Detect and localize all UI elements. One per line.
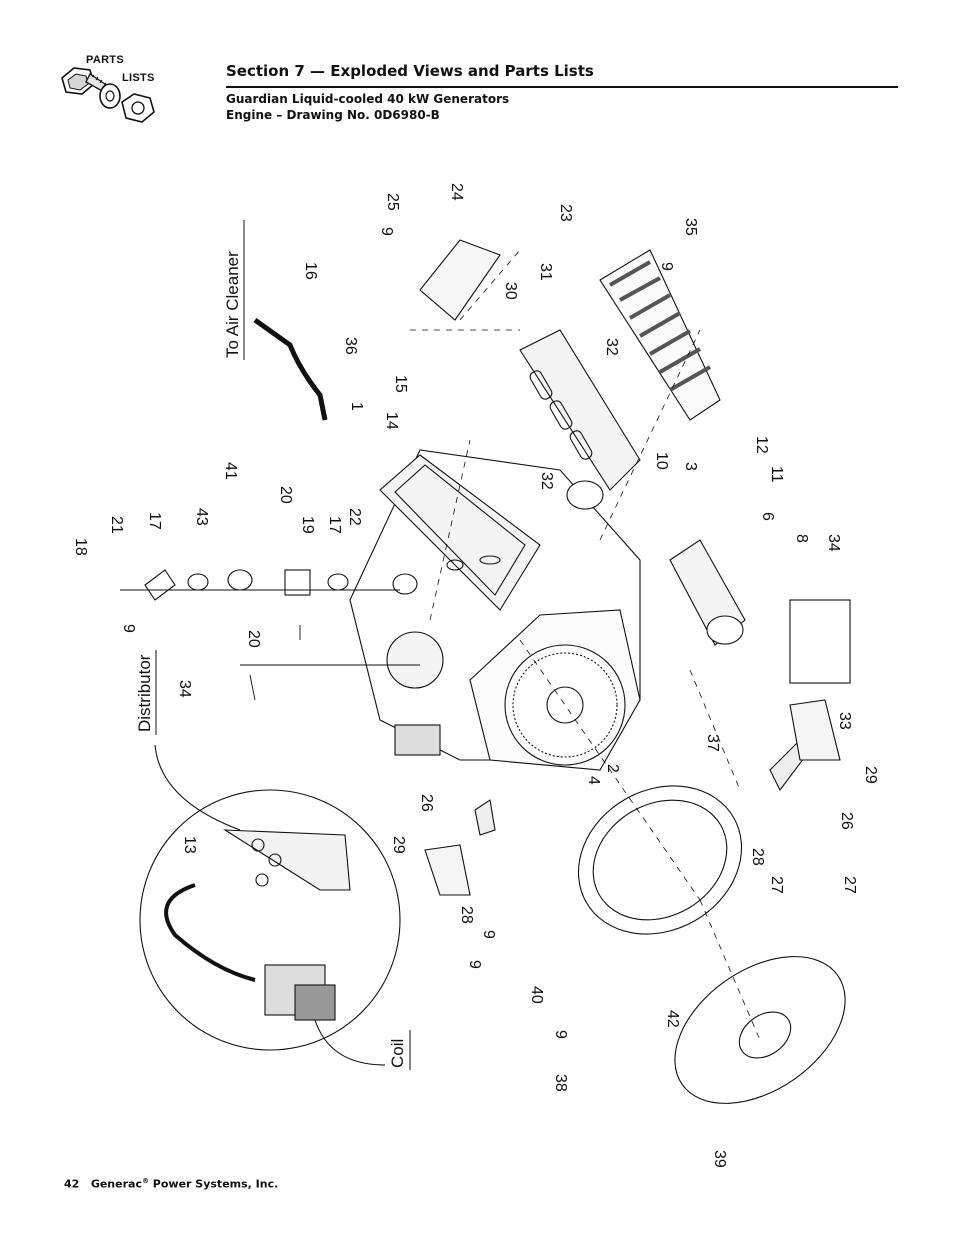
callout: 41: [222, 462, 239, 480]
label-coil: Coil: [388, 1039, 407, 1068]
callout: 17: [146, 512, 163, 530]
bracket-24: [419, 239, 501, 321]
callout: 9: [120, 624, 137, 633]
callout: 38: [552, 1074, 569, 1092]
valve-cover: [379, 454, 541, 611]
callout: 21: [108, 516, 125, 534]
company-name-rest: Power Systems, Inc.: [148, 1177, 279, 1191]
page-number: 42: [64, 1177, 80, 1191]
callout: 27: [768, 876, 785, 894]
callout: 9: [378, 227, 395, 236]
callout: 39: [711, 1150, 728, 1168]
callout: 1: [348, 402, 365, 411]
callout: 26: [418, 794, 435, 812]
callout: 31: [537, 263, 554, 281]
subtitle-line-2: Engine – Drawing No. 0D6980-B: [226, 108, 440, 122]
callout: 20: [245, 630, 262, 648]
section-title: Section 7 — Exploded Views and Parts Lis…: [226, 62, 594, 80]
subtitle-line-1: Guardian Liquid-cooled 40 kW Generators: [226, 92, 510, 106]
callout: 43: [193, 508, 210, 526]
clamp-detail-box: [789, 599, 851, 684]
exhaust-manifold: [519, 329, 641, 491]
callout: 32: [538, 472, 555, 490]
logo-text-parts: PARTS: [86, 54, 124, 66]
callout: 24: [448, 183, 465, 201]
callout: 28: [749, 848, 766, 866]
page-header: Section 7 — Exploded Views and Parts Lis…: [226, 62, 898, 123]
label-to-air-cleaner: To Air Cleaner: [223, 251, 242, 358]
callout: 34: [176, 680, 193, 698]
label-distributor: Distributor: [135, 654, 154, 732]
callout: 29: [862, 766, 879, 784]
callout: 17: [326, 516, 343, 534]
ignition-coil-small: [394, 724, 441, 756]
callout: 30: [502, 282, 519, 300]
callout: 23: [557, 204, 574, 222]
callout: 29: [390, 836, 407, 854]
callout: 16: [302, 262, 319, 280]
callout: 12: [753, 436, 770, 454]
callout: 9: [658, 262, 675, 271]
callout: 9: [552, 1030, 569, 1039]
callout: 3: [682, 462, 699, 471]
company-name: Generac: [90, 1177, 142, 1191]
callout: 11: [768, 466, 785, 483]
callout: 40: [528, 986, 545, 1004]
callout: 2: [604, 764, 621, 773]
parts-lists-logo: PARTS LISTS: [60, 52, 160, 130]
bolt-and-nut-icon: [61, 67, 155, 123]
logo-text-lists: LISTS: [122, 72, 155, 84]
page-footer: 42 Generac® Power Systems, Inc.: [64, 1177, 278, 1191]
callout: 27: [841, 876, 858, 894]
callout: 33: [836, 712, 853, 730]
callout: 37: [704, 734, 721, 752]
callout: 9: [480, 930, 497, 939]
callout: 34: [825, 534, 842, 552]
callout: 42: [664, 1010, 681, 1028]
trademark-symbol: ®: [141, 1177, 149, 1185]
callout: 32: [603, 338, 620, 356]
callout: 18: [72, 538, 89, 556]
distributor-cap: [386, 631, 444, 689]
callout: 26: [838, 812, 855, 830]
callout: 28: [458, 906, 475, 924]
callout: 6: [759, 512, 776, 521]
callout: 10: [653, 452, 670, 470]
flywheel: [504, 644, 626, 766]
callout: 35: [682, 218, 699, 236]
callout: 4: [585, 776, 602, 785]
callout: 20: [277, 486, 294, 504]
flex-plate-disc: [674, 956, 846, 1104]
callout: 14: [383, 412, 400, 430]
callout: 15: [392, 375, 409, 393]
callout: 8: [793, 534, 810, 543]
breather-hose: [253, 317, 328, 421]
callout: 9: [466, 960, 483, 969]
callout: 13: [181, 836, 198, 854]
callout-numbers: 25 24 9 23 35 9 16 30 31 36 32 15 14 1 4…: [72, 183, 879, 1168]
callout: 36: [342, 337, 359, 355]
adapter-ring: [577, 785, 743, 935]
callout: 19: [299, 516, 316, 534]
exhaust-heat-shield: [599, 249, 721, 421]
callout: 22: [346, 508, 363, 526]
callout: 25: [384, 193, 401, 211]
header-rule: [226, 86, 898, 88]
